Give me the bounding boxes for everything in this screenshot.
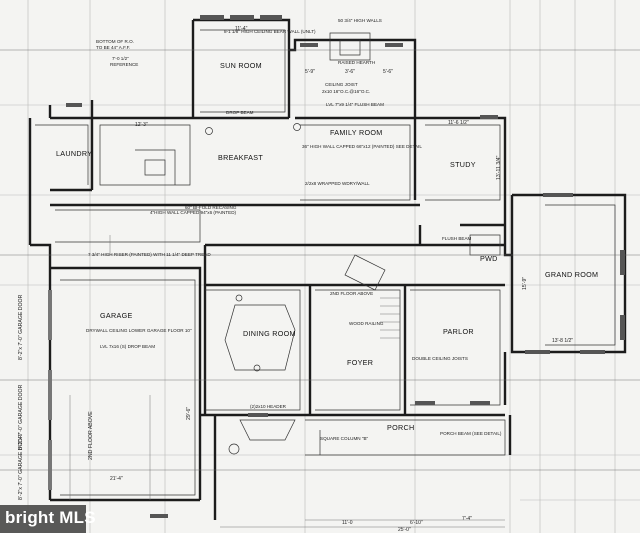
- note-floor-above-2: 2ND FLOOR ABOVE: [330, 291, 373, 296]
- note-dim-15-9: 15'-9": [522, 277, 528, 290]
- dim-12-3: 12'-3": [135, 122, 148, 128]
- interior-walls: [50, 50, 505, 415]
- dim-5-9: 5'-9": [305, 69, 315, 75]
- watermark-background: [0, 505, 86, 533]
- note-garage-door-3: 8'-2"x 7'-0" GARAGE DOOR: [18, 434, 24, 500]
- room-label-grand-room: GRAND ROOM: [545, 270, 598, 279]
- note-garage-ceiling: DRYWALL CEILING LOWER GARAGE FLOOR 10": [86, 328, 192, 333]
- room-label-porch: PORCH: [387, 423, 414, 432]
- note-drop-beam-lvl: LVL 7x16 (S) DROP BEAM: [100, 344, 155, 349]
- note-ceiling-joist: CEILING JOIST: [325, 82, 358, 87]
- dim-11-6: 11'-6 1/2": [448, 120, 469, 126]
- note-garage-door-1: 8'-2"x 7'-0" GARAGE DOOR: [18, 294, 24, 360]
- note-high-riser: 7 3/4" HIGH RISER (PAINTED) WITH 11 1/4"…: [88, 252, 211, 257]
- dim-6-10: 6'-10": [410, 520, 423, 526]
- watermark-logo: bright MLS: [5, 508, 96, 527]
- dim-7-4: 7'-4": [462, 516, 472, 522]
- stair-treads: [380, 289, 400, 339]
- dim-25-0: 25'-0": [398, 527, 411, 533]
- note-square-column: SQUARE COLUMN "B": [320, 436, 369, 441]
- dimension-strings: 11'-4" 3'-6" 5'-9" 5'-6" 12'-3" 11'-6 1/…: [110, 26, 573, 533]
- note-high-wall-capped: 36" HIGH WALL CAPPED 66"x12 (PAINTED) SE…: [302, 144, 422, 149]
- room-label-parlor: PARLOR: [443, 327, 474, 336]
- note-porch-beam: PORCH BEAM (SEE DETAIL): [440, 431, 502, 436]
- note-dim-7-0-half: 7'-0 1/2": [112, 56, 129, 61]
- detail-lines: [0, 29, 640, 500]
- room-labels: SUN ROOM FAMILY ROOM LAUNDRY BREAKFAST S…: [56, 61, 598, 432]
- room-label-foyer: FOYER: [347, 358, 373, 367]
- room-label-family-room: FAMILY ROOM: [330, 128, 383, 137]
- note-garage-door-2: 8'-2"x 7'-0" GARAGE DOOR: [18, 384, 24, 450]
- dim-21-4: 21'-4": [110, 476, 123, 482]
- room-label-breakfast: BREAKFAST: [218, 153, 263, 162]
- note-raised-hearth: RAISED HEARTH: [338, 60, 375, 65]
- dim-5-6: 5'-6": [383, 69, 393, 75]
- note-ceiling-beam: 8-1 1/8" HIGH CEILING BEAR WALL (UNLT): [224, 29, 316, 34]
- room-label-pwd: PWD: [480, 254, 498, 263]
- note-high-walls: 50 3/4" HIGH WALLS: [338, 18, 382, 23]
- room-label-sun-room: SUN ROOM: [220, 61, 262, 70]
- note-bottom-of-ro: BOTTOM OF R.O.: [96, 39, 134, 44]
- wall-hatching: [48, 15, 625, 518]
- room-label-laundry: LAUNDRY: [56, 149, 92, 158]
- note-reference: REFERENCE: [110, 62, 138, 67]
- room-label-study: STUDY: [450, 160, 476, 169]
- room-label-dining-room: DINING ROOM: [243, 329, 296, 338]
- annotation-notes: BOTTOM OF R.O. TO BE 44" A.F.F. 7'-0 1/2…: [86, 18, 502, 441]
- dim-13-8: 13'-8 1/2": [552, 338, 573, 344]
- note-drop-beam: DROP BEAM: [226, 110, 254, 115]
- note-lvl-flush-beam: LVL 7"x9 1/4" FLUSH BEAM: [326, 102, 384, 107]
- dim-3-6: 3'-6": [345, 69, 355, 75]
- note-to-be-aff: TO BE 44" A.F.F.: [96, 45, 130, 50]
- rotated-notes: 8'-2"x 7'-0" GARAGE DOOR 8'-2"x 7'-0" GA…: [18, 155, 528, 500]
- note-joist-spec: 2x10 16"O.C.@16"O.C.: [322, 89, 370, 94]
- note-bi-fold: 60" BI-FOLD RECASING: [185, 205, 237, 210]
- dim-11-0: 11'-0: [342, 520, 353, 526]
- note-wrapped-wdry: 2/2x8 WRAPPED WDRY/WALL: [305, 181, 370, 186]
- dim-11-4: 11'-4": [235, 26, 248, 32]
- note-double-ceiling-joists: DOUBLE CEILING JOISTS: [412, 356, 468, 361]
- column-markers: [205, 123, 301, 455]
- note-dim-29-6: 29'-6": [186, 407, 192, 420]
- note-wood-railing: WOOD RAILING: [349, 321, 384, 326]
- note-painted-cap: 4"HIGH WALL CAPPED 94"x6 (PAINTED): [150, 210, 237, 215]
- room-label-garage: GARAGE: [100, 311, 133, 320]
- note-header: (2)2x10 HEADER: [250, 404, 287, 409]
- note-floor-above: 2ND FLOOR ABOVE: [88, 411, 94, 460]
- note-flush-beam: FLUSH BEAM: [442, 236, 472, 241]
- note-dim-13-11: 13'-11 3/4": [496, 155, 502, 180]
